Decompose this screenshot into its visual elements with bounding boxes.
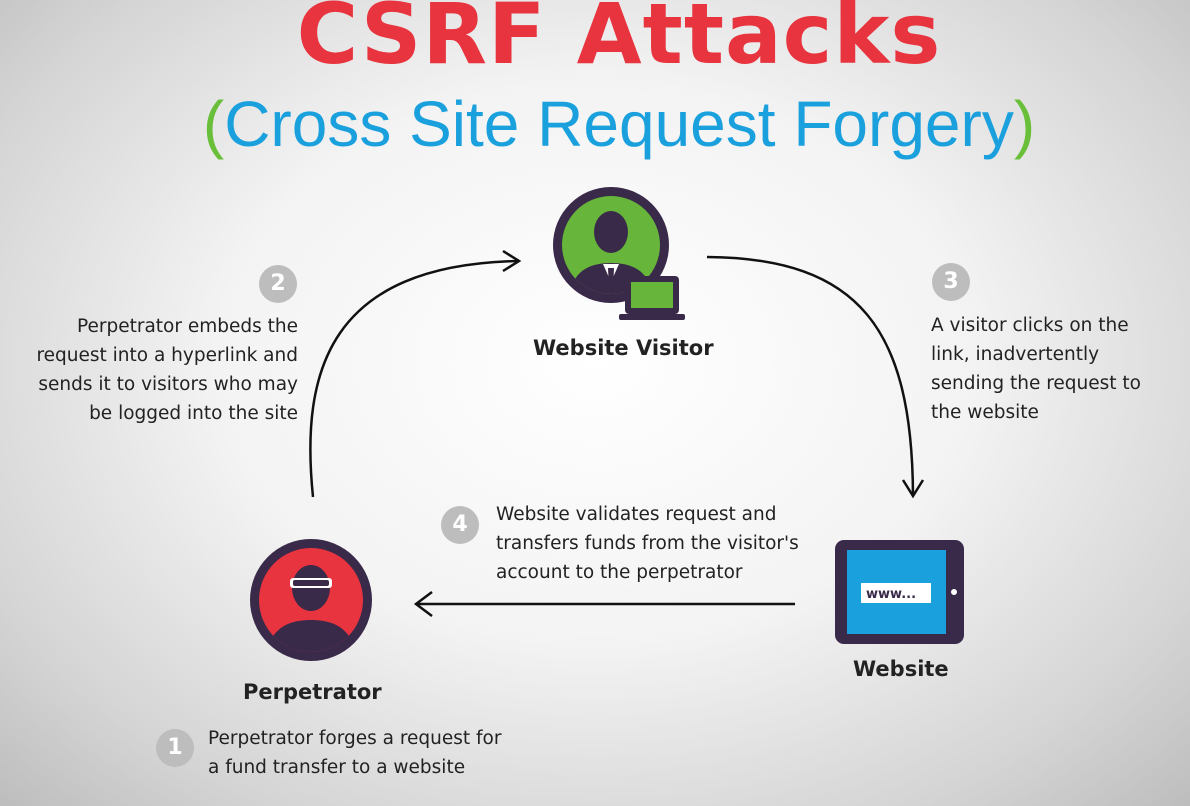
step-2-line: sends it to visitors who may (38, 374, 298, 395)
label-perpetrator: Perpetrator (243, 680, 382, 704)
step-4-line: transfers funds from the visitor's (496, 533, 799, 554)
arrow-to-visitor (309, 249, 522, 498)
tablet-browser-icon (835, 540, 964, 644)
website-url-text: www... (866, 587, 916, 602)
person-with-laptop-icon (553, 187, 685, 320)
step-3-text: A visitor clicks on the link, inadverten… (931, 311, 1141, 427)
page-subtitle: (Cross Site Request Forgery) (0, 92, 1190, 156)
subtitle-text: Cross Site Request Forgery (224, 88, 1014, 160)
step-2-line: be logged into the site (89, 403, 298, 424)
step-3-line: link, inadvertently (931, 344, 1100, 365)
step-3-line: the website (931, 402, 1039, 423)
step-4-line: Website validates request and (496, 504, 777, 525)
step-3-line: A visitor clicks on the (931, 315, 1129, 336)
step-4-text: Website validates request and transfers … (496, 500, 799, 587)
label-website: Website (853, 657, 949, 681)
step-1-line: a fund transfer to a website (208, 757, 466, 778)
step-2-text: Perpetrator embeds the request into a hy… (30, 312, 298, 428)
step-1-text: Perpetrator forges a request for a fund … (208, 724, 501, 782)
subtitle-open-paren: ( (202, 88, 225, 160)
subtitle-close-paren: ) (1013, 88, 1036, 160)
step-3-line: sending the request to (931, 373, 1141, 394)
step-4-line: account to the perpetrator (496, 562, 743, 583)
step-1-badge: 1 (156, 729, 194, 767)
arrow-to-website (706, 255, 925, 499)
page-title: CSRF Attacks (296, 0, 942, 83)
step-4-badge: 4 (441, 506, 479, 544)
arrow-to-perpetrator (413, 591, 795, 617)
step-3-badge: 3 (932, 263, 970, 301)
step-1-line: Perpetrator forges a request for (208, 728, 502, 749)
step-2-line: Perpetrator embeds the (76, 316, 298, 337)
step-2-badge: 2 (259, 265, 297, 303)
masked-person-icon (250, 539, 372, 661)
label-website-visitor: Website Visitor (533, 336, 714, 360)
step-2-line: request into a hyperlink and (36, 345, 298, 366)
